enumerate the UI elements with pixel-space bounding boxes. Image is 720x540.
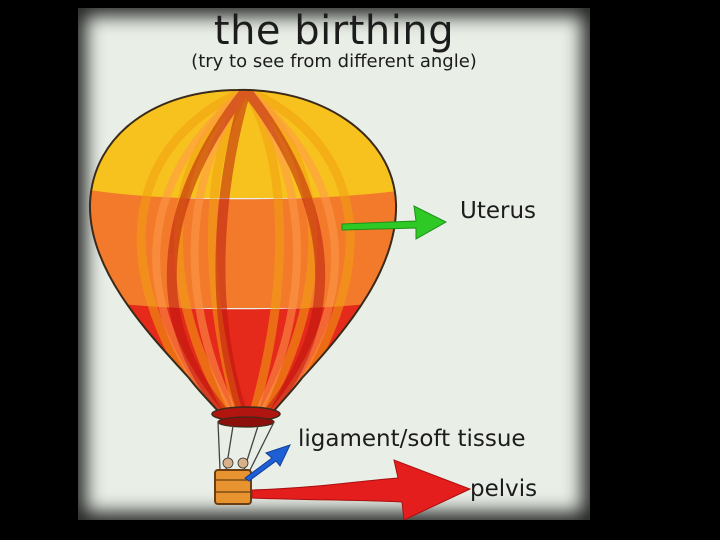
diagram-slide: the birthing (try to see from different … — [78, 8, 590, 520]
green-arrow-icon — [341, 205, 448, 240]
pelvis-label: pelvis — [470, 476, 538, 502]
balloon-diagram — [88, 88, 472, 520]
blue-arrow-icon — [244, 444, 291, 482]
ligament-label: ligament/soft tissue — [298, 426, 526, 452]
diagram-subtitle: (try to see from different angle) — [191, 51, 477, 72]
uterus-label: Uterus — [460, 198, 537, 224]
red-arrow-icon — [251, 459, 472, 520]
diagram-title: the birthing — [213, 8, 455, 54]
hot-air-balloon-illustration — [88, 88, 398, 505]
